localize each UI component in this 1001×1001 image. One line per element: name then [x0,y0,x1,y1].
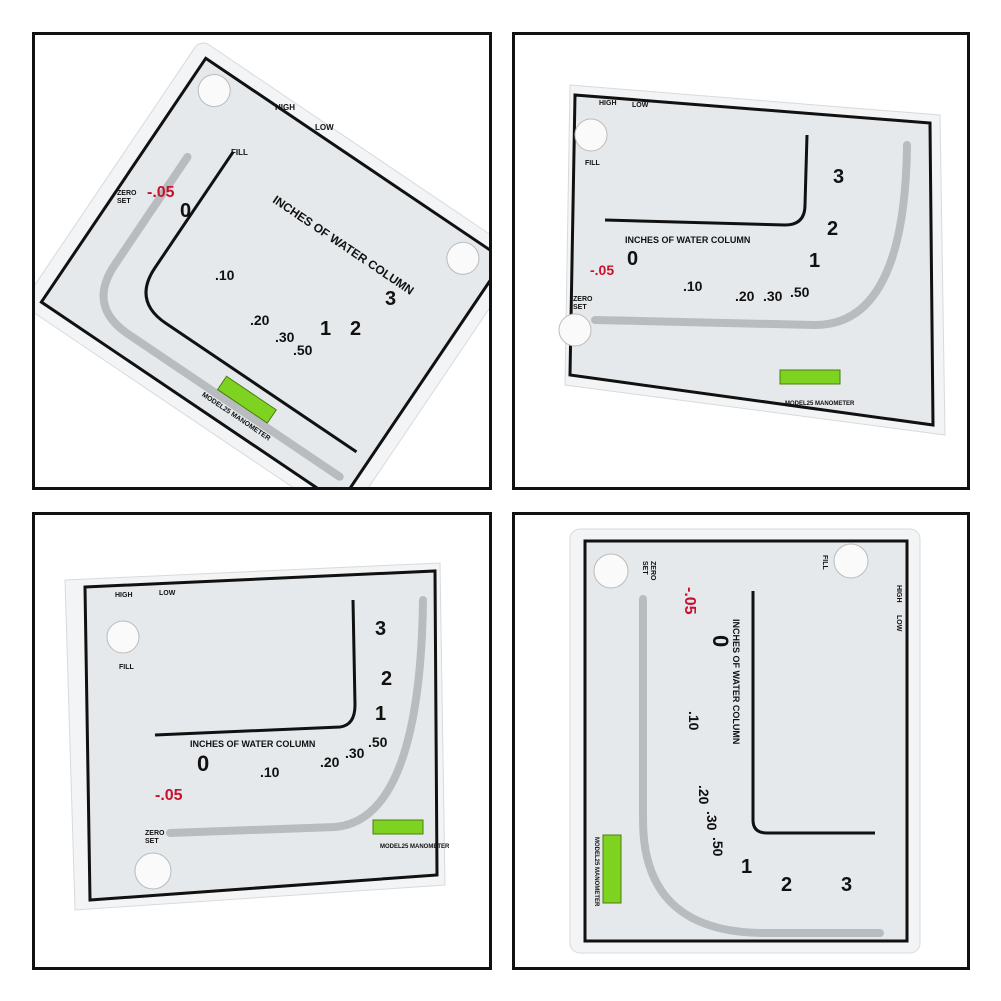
fill-label: FILL [821,555,828,570]
set-label: SET [145,838,159,845]
tick-50: .50 [293,342,313,358]
device-face [83,569,439,902]
tick-20: .20 [250,312,270,328]
tick-50: .50 [710,837,726,857]
tick-30: .30 [345,745,365,761]
set-label: SET [641,561,648,575]
scale-line [751,591,875,835]
fill-knob [574,118,608,152]
low-label: LOW [632,102,649,109]
zero-tick: 0 [197,751,209,776]
manometer-photo-3: HIGH LOW FILL ZERO SET INCHES OF WATER C… [64,562,450,911]
photo-panel-bottom-right: HIGH LOW FILL ZERO SET INCHES OF WATER C… [512,512,970,970]
tick-2: 2 [781,874,792,896]
liquid-tube [591,141,911,330]
liquid-tube [639,595,884,937]
spirit-level [216,375,277,424]
tick-1: 1 [741,856,752,878]
zero-knob [558,313,592,347]
zero-knob [593,553,629,589]
tick-30: .30 [704,811,720,831]
zero-knob [446,241,480,275]
high-label: HIGH [599,100,617,107]
fill-label: FILL [231,148,248,157]
tick-1: 1 [375,703,386,725]
liquid-tube [166,596,427,837]
low-label: LOW [895,615,902,632]
zero-tick: 0 [708,635,733,647]
fill-knob [197,74,231,108]
liquid-tube [99,152,344,481]
neg-tick: -.05 [155,787,183,804]
scale-title: INCHES OF WATER COLUMN [190,739,315,749]
tick-30: .30 [275,329,295,345]
tick-20: .20 [320,754,340,770]
high-label: HIGH [275,103,295,112]
manometer-photo-1: INCHES OF WATER COLUMN MODEL25 MANOMETER… [35,42,489,487]
fill-label: FILL [119,664,134,671]
tick-50: .50 [790,284,810,300]
model-label: MODEL25 MANOMETER [380,844,450,850]
fill-knob [106,620,140,654]
tick-10: .10 [683,278,703,294]
low-label: LOW [315,123,334,132]
tick-2: 2 [827,218,838,240]
photo-panel-top-left: INCHES OF WATER COLUMN MODEL25 MANOMETER… [32,32,492,490]
tick-2: 2 [350,318,361,340]
low-label: LOW [159,590,176,597]
tick-3: 3 [841,874,852,896]
neg-tick: -.05 [681,587,698,615]
neg-tick: -.05 [590,262,614,278]
model-label: MODEL25 MANOMETER [593,837,599,907]
tick-20: .20 [696,785,712,805]
scale-line [154,599,357,737]
device-face [39,56,489,487]
set-label: SET [573,304,587,311]
tick-10: .10 [686,711,702,731]
scale-title: INCHES OF WATER COLUMN [731,619,741,744]
set-label: SET [117,198,131,205]
fill-knob [833,543,869,579]
photo-panel-bottom-left: HIGH LOW FILL ZERO SET INCHES OF WATER C… [32,512,492,970]
scale-line [604,134,809,227]
tick-3: 3 [375,618,386,640]
manometer-photo-2: HIGH LOW FILL ZERO SET INCHES OF WATER C… [558,84,946,436]
tick-30: .30 [763,288,783,304]
zero-label: ZERO [649,561,656,581]
spirit-level [602,834,622,904]
zero-tick: 0 [627,248,638,270]
tick-1: 1 [320,318,331,340]
scale-title: INCHES OF WATER COLUMN [625,235,750,245]
zero-label: ZERO [145,830,165,837]
zero-label: ZERO [117,190,137,197]
tick-10: .10 [260,764,280,780]
device-face [583,539,909,943]
model-label: MODEL25 MANOMETER [785,401,855,407]
tick-10: .10 [215,267,235,283]
tick-3: 3 [833,166,844,188]
scale-line [144,150,358,454]
spirit-level [372,819,424,835]
tick-2: 2 [381,668,392,690]
manometer-photo-4: HIGH LOW FILL ZERO SET INCHES OF WATER C… [569,528,921,954]
device-face [568,93,935,427]
fill-label: FILL [585,160,600,167]
neg-tick: -.05 [147,184,175,201]
spirit-level [779,369,841,385]
tick-20: .20 [735,288,755,304]
tick-1: 1 [809,250,820,272]
high-label: HIGH [115,592,133,599]
tick-3: 3 [385,288,396,310]
tick-50: .50 [368,734,388,750]
zero-knob [134,852,172,890]
zero-label: ZERO [573,296,593,303]
zero-tick: 0 [180,200,191,222]
photo-panel-top-right: HIGH LOW FILL ZERO SET INCHES OF WATER C… [512,32,970,490]
high-label: HIGH [895,585,902,603]
